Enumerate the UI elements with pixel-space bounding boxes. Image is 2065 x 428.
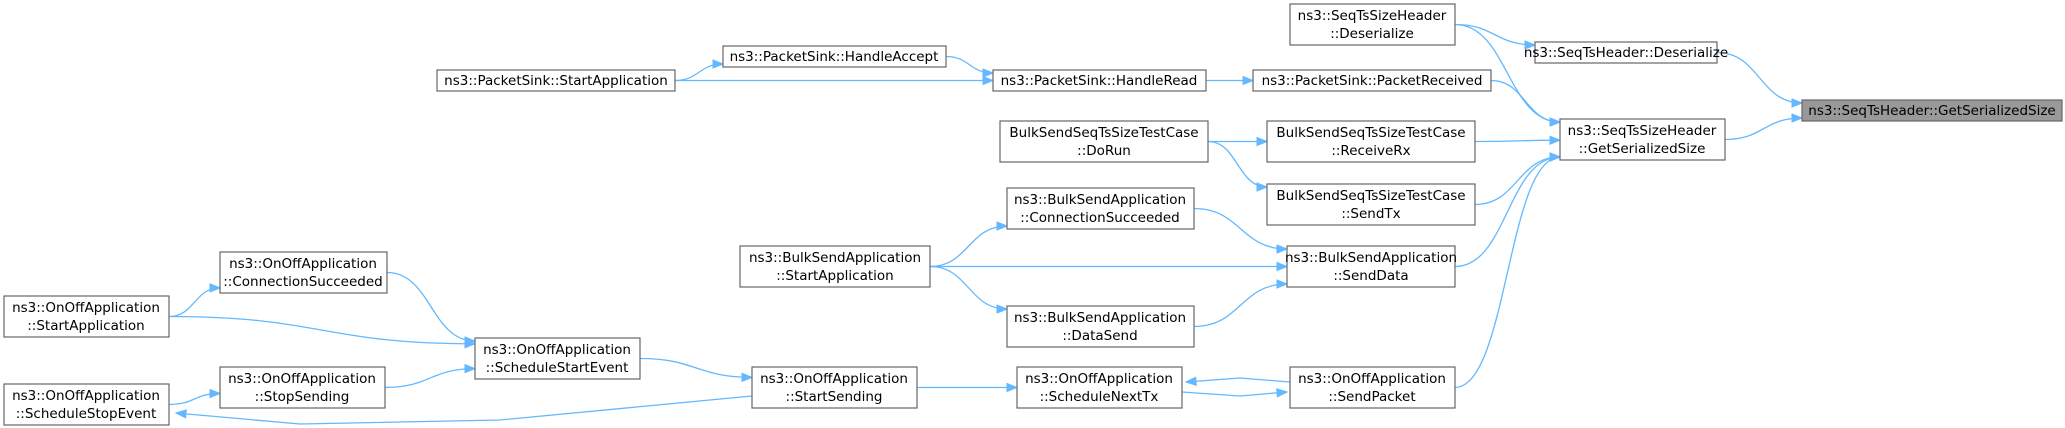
call-edge xyxy=(1724,113,1804,141)
node-label: ns3::PacketSink::StartApplication xyxy=(444,73,668,89)
call-edge xyxy=(1454,23,1537,50)
node-label-line-1: ns3::OnOffApplication xyxy=(12,388,160,404)
node-label-line-2: ::ConnectionSucceeded xyxy=(1020,210,1180,226)
call-edge xyxy=(1207,140,1269,192)
node-label-line-2: ::ScheduleNextTx xyxy=(1040,389,1159,405)
node-label-line-1: ns3::OnOffApplication xyxy=(229,256,377,272)
node-packetsink-handle-accept[interactable]: ns3::PacketSink::HandleAccept xyxy=(722,45,947,68)
call-edge xyxy=(384,363,477,389)
node-seqts-deserialize[interactable]: ns3::SeqTsHeader::Deserialize xyxy=(1524,41,1728,64)
node-packetsink-packet-received[interactable]: ns3::PacketSink::PacketReceived xyxy=(1252,69,1492,92)
call-edge xyxy=(1206,75,1255,86)
node-label-line-1: ns3::BulkSendApplication xyxy=(1285,250,1457,266)
call-edge xyxy=(1474,135,1562,145)
node-label-line-2: ::ScheduleStopEvent xyxy=(16,406,157,422)
node-label: ns3::PacketSink::PacketReceived xyxy=(1262,73,1483,89)
call-edge xyxy=(639,357,754,383)
node-label-line-1: ns3::OnOffApplication xyxy=(483,342,631,358)
node-label-line-2: ::ReceiveRx xyxy=(1331,143,1410,159)
call-edge xyxy=(1716,51,1804,108)
node-onoff-schedule-start-event[interactable]: ns3::OnOffApplication ::ScheduleStartEve… xyxy=(474,337,641,380)
node-label-line-1: BulkSendSeqTsSizeTestCase xyxy=(1276,125,1465,141)
call-edge xyxy=(929,265,1009,314)
call-edge xyxy=(1193,279,1289,328)
node-bulksend-connection-succeeded[interactable]: ns3::BulkSendApplication ::ConnectionSuc… xyxy=(1006,187,1195,230)
node-label-line-2: ::ScheduleStartEvent xyxy=(486,360,629,376)
node-label-line-2: ::DataSend xyxy=(1062,328,1137,344)
node-label-line-1: ns3::BulkSendApplication xyxy=(1014,310,1186,326)
node-label-line-1: BulkSendSeqTsSizeTestCase xyxy=(1009,125,1198,141)
call-edge xyxy=(174,395,753,425)
node-onoff-start-sending[interactable]: ns3::OnOffApplication ::StartSending xyxy=(751,366,918,409)
call-edge xyxy=(168,388,222,406)
node-testcase-receive-rx[interactable]: BulkSendSeqTsSizeTestCase ::ReceiveRx xyxy=(1266,120,1476,163)
node-label-line-2: ::StopSending xyxy=(255,389,350,405)
node-label-line-2: ::ConnectionSucceeded xyxy=(223,274,383,290)
node-onoff-start-application[interactable]: ns3::OnOffApplication ::StartApplication xyxy=(3,295,170,338)
node-label-line-1: ns3::OnOffApplication xyxy=(760,371,908,387)
node-label-line-2: ::StartSending xyxy=(786,389,883,405)
node-label-line-1: ns3::OnOffApplication xyxy=(12,300,160,316)
node-onoff-connection-succeeded[interactable]: ns3::OnOffApplication ::ConnectionSuccee… xyxy=(219,251,388,294)
node-seqtssize-get-serialized-size[interactable]: ns3::SeqTsSizeHeader ::GetSerializedSize xyxy=(1559,118,1726,161)
node-label-line-1: ns3::OnOffApplication xyxy=(1298,371,1446,387)
call-edge xyxy=(917,382,1019,393)
call-edges xyxy=(168,23,1804,425)
call-edge xyxy=(1490,79,1562,127)
node-label-line-1: BulkSendSeqTsSizeTestCase xyxy=(1276,188,1465,204)
call-edge xyxy=(675,75,995,86)
node-label-line-1: ns3::SeqTsSizeHeader xyxy=(1298,8,1447,24)
node-label-line-2: ::SendTx xyxy=(1341,206,1400,222)
node-label-line-2: ::SendData xyxy=(1333,268,1408,284)
node-label-line-2: ::Deserialize xyxy=(1330,26,1414,42)
node-testcase-do-run[interactable]: BulkSendSeqTsSizeTestCase ::DoRun xyxy=(999,120,1209,163)
call-edge xyxy=(1454,152,1562,389)
call-edge xyxy=(930,261,1289,272)
node-testcase-send-tx[interactable]: BulkSendSeqTsSizeTestCase ::SendTx xyxy=(1266,183,1476,226)
node-onoff-schedule-stop-event[interactable]: ns3::OnOffApplication ::ScheduleStopEven… xyxy=(3,383,170,426)
node-label-line-2: ::SendPacket xyxy=(1328,389,1415,405)
node-label: ns3::PacketSink::HandleRead xyxy=(1001,73,1198,89)
call-edge xyxy=(168,283,222,318)
call-edge xyxy=(1474,152,1562,206)
node-label-line-1: ns3::OnOffApplication xyxy=(228,371,376,387)
call-edge xyxy=(1181,388,1289,398)
call-edge xyxy=(929,221,1009,268)
node-onoff-stop-sending[interactable]: ns3::OnOffApplication ::StopSending xyxy=(219,366,386,409)
node-label-line-2: ::StartApplication xyxy=(27,318,145,334)
node-label-line-1: ns3::SeqTsSizeHeader xyxy=(1568,123,1717,139)
node-onoff-schedule-next-tx[interactable]: ns3::OnOffApplication ::ScheduleNextTx xyxy=(1016,366,1183,409)
node-label-line-2: ::StartApplication xyxy=(776,268,894,284)
node-label-line-1: ns3::OnOffApplication xyxy=(1025,371,1173,387)
node-seqts-get-serialized-size[interactable]: ns3::SeqTsHeader::GetSerializedSize xyxy=(1801,99,2063,122)
node-bulksend-data-send[interactable]: ns3::BulkSendApplication ::DataSend xyxy=(1006,305,1195,348)
node-bulksend-send-data[interactable]: ns3::BulkSendApplication ::SendData xyxy=(1285,245,1457,288)
call-edge xyxy=(1184,376,1291,386)
call-edge xyxy=(945,55,995,78)
node-packetsink-handle-read[interactable]: ns3::PacketSink::HandleRead xyxy=(992,69,1207,92)
call-edge xyxy=(386,271,477,346)
node-label: ns3::PacketSink::HandleAccept xyxy=(730,49,939,65)
node-label-line-1: ns3::BulkSendApplication xyxy=(1014,192,1186,208)
node-label-line-2: ::GetSerializedSize xyxy=(1579,141,1706,157)
call-edge xyxy=(168,315,477,349)
node-onoff-send-packet[interactable]: ns3::OnOffApplication ::SendPacket xyxy=(1289,366,1456,409)
node-label: ns3::SeqTsHeader::GetSerializedSize xyxy=(1808,103,2055,119)
call-edge xyxy=(1193,207,1289,254)
node-bulksend-start-application[interactable]: ns3::BulkSendApplication ::StartApplicat… xyxy=(739,245,931,288)
call-nodes: ns3::SeqTsHeader::GetSerializedSize ns3:… xyxy=(3,3,2063,426)
node-seqtssize-deserialize[interactable]: ns3::SeqTsSizeHeader ::Deserialize xyxy=(1289,3,1456,46)
call-edge xyxy=(674,59,725,82)
node-label: ns3::SeqTsHeader::Deserialize xyxy=(1524,45,1728,61)
node-label-line-1: ns3::BulkSendApplication xyxy=(749,250,921,266)
node-label-line-2: ::DoRun xyxy=(1077,143,1131,159)
call-edge xyxy=(1207,136,1269,147)
node-packetsink-start-application[interactable]: ns3::PacketSink::StartApplication xyxy=(436,69,676,92)
